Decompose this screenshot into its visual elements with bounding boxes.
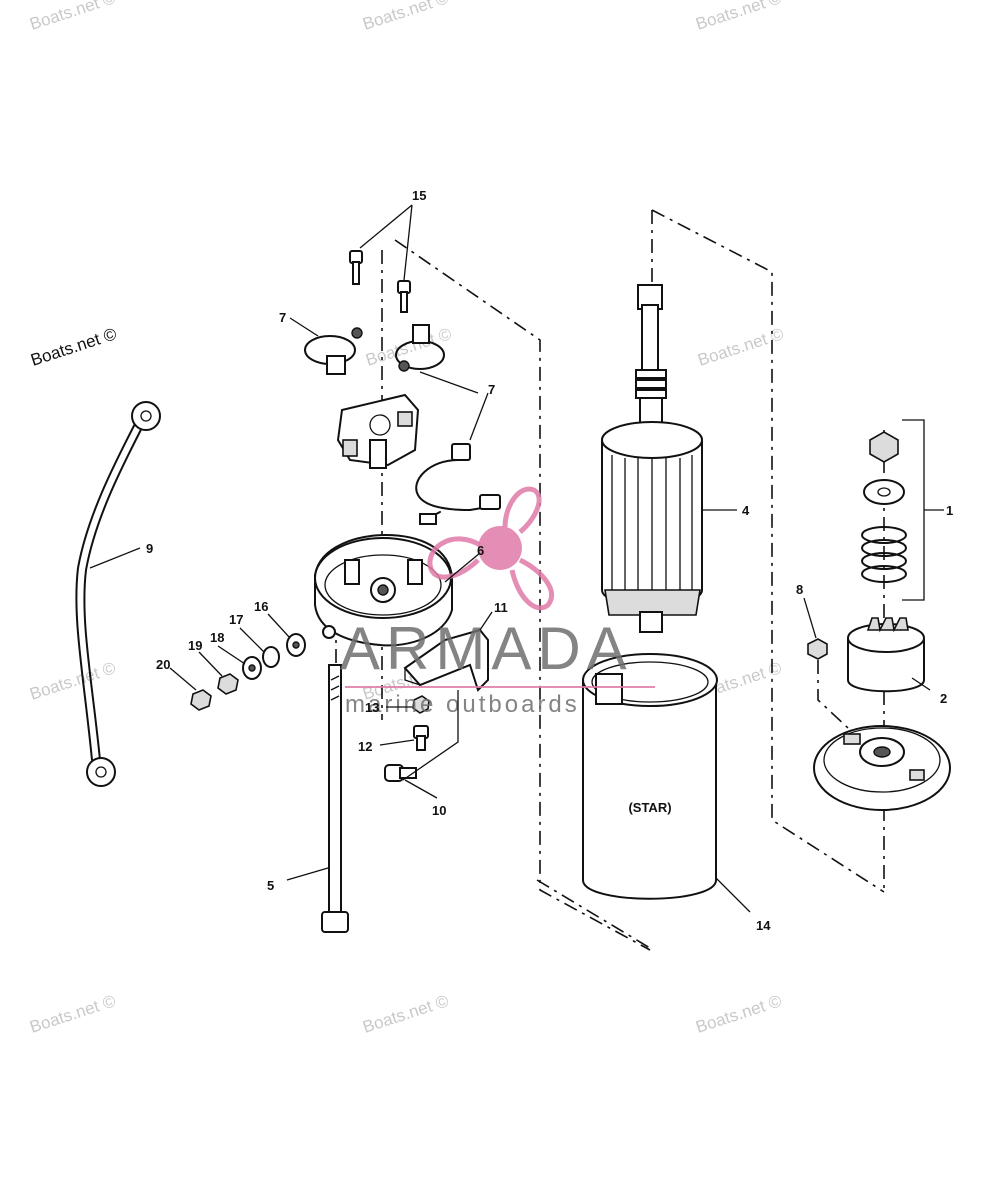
part-number-13: 13 — [365, 700, 379, 715]
assembly-line-right — [651, 209, 885, 893]
part-number-8: 8 — [796, 582, 803, 597]
watermark: Boats.net © — [360, 0, 451, 34]
part-number-9: 9 — [146, 541, 153, 556]
battery-cable — [75, 401, 161, 787]
part-number-11: 11 — [494, 600, 508, 615]
mounting-bracket — [403, 628, 489, 692]
drive-pinion — [847, 617, 925, 693]
part-number-18: 18 — [210, 630, 224, 645]
part-number-17: 17 — [229, 612, 243, 627]
part-number-14: 14 — [756, 918, 771, 933]
small-fasteners — [384, 695, 430, 782]
watermark: Boats.net © — [693, 0, 784, 34]
brush-plate — [336, 393, 420, 469]
armada-logo: ARMADA marine outboards — [340, 486, 655, 718]
logo-tagline: marine outboards — [345, 691, 580, 718]
part-number-4: 4 — [742, 503, 750, 518]
watermark: Boats.net © — [693, 991, 784, 1037]
brush-springs — [304, 324, 445, 375]
watermark: Boats.net © — [27, 991, 118, 1037]
watermark: Boats.net © — [27, 0, 118, 34]
logo-wordmark: ARMADA — [340, 615, 633, 682]
watermark: Boats.net © — [360, 991, 451, 1037]
leader-lines — [89, 204, 944, 913]
watermark: Boats.net © — [28, 324, 119, 370]
field-frame: (STAR) — [582, 653, 718, 900]
part-number-20: 20 — [156, 657, 170, 672]
part-number-6: 6 — [477, 543, 484, 558]
part-number-12: 12 — [358, 739, 372, 754]
part-number-7: 7 — [279, 310, 286, 325]
assembly-line-8 — [817, 660, 849, 729]
terminal-hardware — [190, 633, 306, 711]
brush-screws — [349, 250, 411, 313]
part-number-5: 5 — [267, 878, 274, 893]
assembly-line-frame — [536, 879, 651, 949]
assembly-line-brush — [394, 239, 651, 951]
watermark: Boats.net © — [27, 658, 118, 704]
part-number-7: 7 — [488, 382, 495, 397]
part-number-2: 2 — [940, 691, 947, 706]
part-number-1: 1 — [946, 503, 953, 518]
part-number-10: 10 — [432, 803, 446, 818]
through-bolt — [321, 664, 349, 933]
frame-label: (STAR) — [628, 800, 671, 815]
armature — [601, 284, 703, 633]
brush-lead — [415, 443, 501, 525]
part-number-16: 16 — [254, 599, 268, 614]
small-nut — [807, 638, 828, 660]
propeller-icon — [427, 486, 555, 611]
drive-nut-stack — [861, 419, 925, 601]
part-number-19: 19 — [188, 638, 202, 653]
commutator-end-cap — [314, 533, 453, 647]
part-number-15: 15 — [412, 188, 426, 203]
drive-end-cap — [813, 725, 951, 811]
